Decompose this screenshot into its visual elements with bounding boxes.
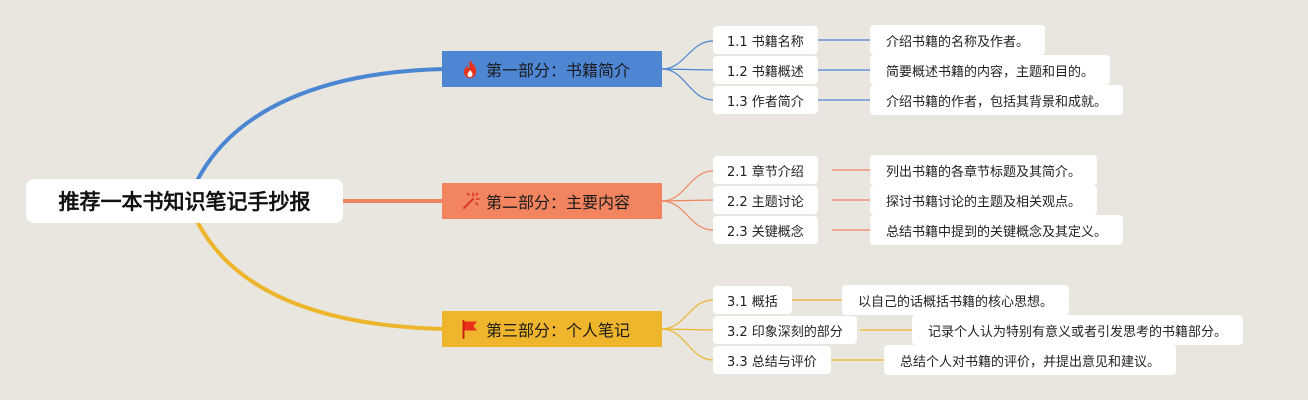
red-flag-icon [460,319,480,339]
section-3-label: 第三部分：个人笔记 [486,321,631,340]
leaf-text: 探讨书籍讨论的主题及相关观点。 [886,194,1082,210]
branch-line-1 [196,67,446,181]
root-title: 推荐一本书知识笔记手抄报 [58,190,311,214]
sub-node-2-3[interactable]: 2.3 关键概念 [713,216,818,244]
sub-line-3-2 [661,328,714,331]
sub-line-2-3 [661,200,714,231]
sub-line-3-3 [661,328,714,361]
leaf-node-1-3[interactable]: 介绍书籍的作者，包括其背景和成就。 [870,85,1124,115]
sub-label: 3.3 总结与评价 [727,354,817,370]
sub-node-3-1[interactable]: 3.1 概括 [713,286,792,314]
leaf-node-3-1[interactable]: 以自己的话概括书籍的核心思想。 [842,285,1070,315]
sparkle-icon [460,191,480,211]
sub-line-1-2 [661,68,714,71]
section-1-label: 第一部分：书籍简介 [486,61,631,80]
leaf-text: 以自己的话概括书籍的核心思想。 [858,294,1054,310]
sub-label: 2.3 关键概念 [727,224,804,240]
leaf-text: 记录个人认为特别有意义或者引发思考的书籍部分。 [928,324,1228,340]
sub-node-2-2[interactable]: 2.2 主题讨论 [713,186,818,214]
leaf-text: 介绍书籍的作者，包括其背景和成就。 [886,94,1108,110]
sub-node-1-3[interactable]: 1.3 作者简介 [713,86,818,114]
leaf-node-2-1[interactable]: 列出书籍的各章节标题及其简介。 [870,155,1098,185]
sub-line-2-2 [661,199,714,202]
sub-node-3-3[interactable]: 3.3 总结与评价 [713,346,831,374]
leaf-text: 总结书籍中提到的关键概念及其定义。 [886,224,1108,240]
leaf-node-1-1[interactable]: 介绍书籍的名称及作者。 [870,25,1046,55]
sub-node-2-1[interactable]: 2.1 章节介绍 [713,156,818,184]
sub-node-1-2[interactable]: 1.2 书籍概述 [713,56,818,84]
branch-line-3 [196,221,446,331]
sub-label: 1.2 书籍概述 [727,64,804,80]
section-3-node[interactable]: 第三部分：个人笔记 [442,311,662,347]
leaf-text: 列出书籍的各章节标题及其简介。 [886,164,1082,180]
leaf-text: 总结个人对书籍的评价，并提出意见和建议。 [900,354,1161,370]
root-node[interactable]: 推荐一本书知识笔记手抄报 [26,179,343,223]
sub-line-1-1 [661,40,714,70]
leaf-node-1-2[interactable]: 简要概述书籍的内容，主题和目的。 [870,55,1111,85]
section-2-node[interactable]: 第二部分：主要内容 [442,183,662,219]
leaf-text: 介绍书籍的名称及作者。 [886,34,1030,50]
sub-line-2-1 [661,170,714,202]
leaf-text: 简要概述书籍的内容，主题和目的。 [886,64,1095,80]
sub-label: 1.1 书籍名称 [727,34,804,50]
fire-icon [460,59,480,79]
leaf-node-2-2[interactable]: 探讨书籍讨论的主题及相关观点。 [870,185,1098,215]
section-1-node[interactable]: 第一部分：书籍简介 [442,51,662,87]
sub-label: 2.2 主题讨论 [727,194,804,210]
leaf-node-3-2[interactable]: 记录个人认为特别有意义或者引发思考的书籍部分。 [912,315,1244,345]
sub-line-3-1 [661,299,714,330]
sub-label: 1.3 作者简介 [727,94,804,110]
sub-label: 3.1 概括 [727,294,778,310]
sub-label: 2.1 章节介绍 [727,164,804,180]
leaf-node-3-3[interactable]: 总结个人对书籍的评价，并提出意见和建议。 [884,345,1177,375]
sub-label: 3.2 印象深刻的部分 [727,324,843,340]
section-2-label: 第二部分：主要内容 [486,193,631,212]
sub-node-1-1[interactable]: 1.1 书籍名称 [713,26,818,54]
sub-node-3-2[interactable]: 3.2 印象深刻的部分 [713,316,857,344]
sub-line-1-3 [661,68,714,101]
leaf-node-2-3[interactable]: 总结书籍中提到的关键概念及其定义。 [870,215,1124,245]
